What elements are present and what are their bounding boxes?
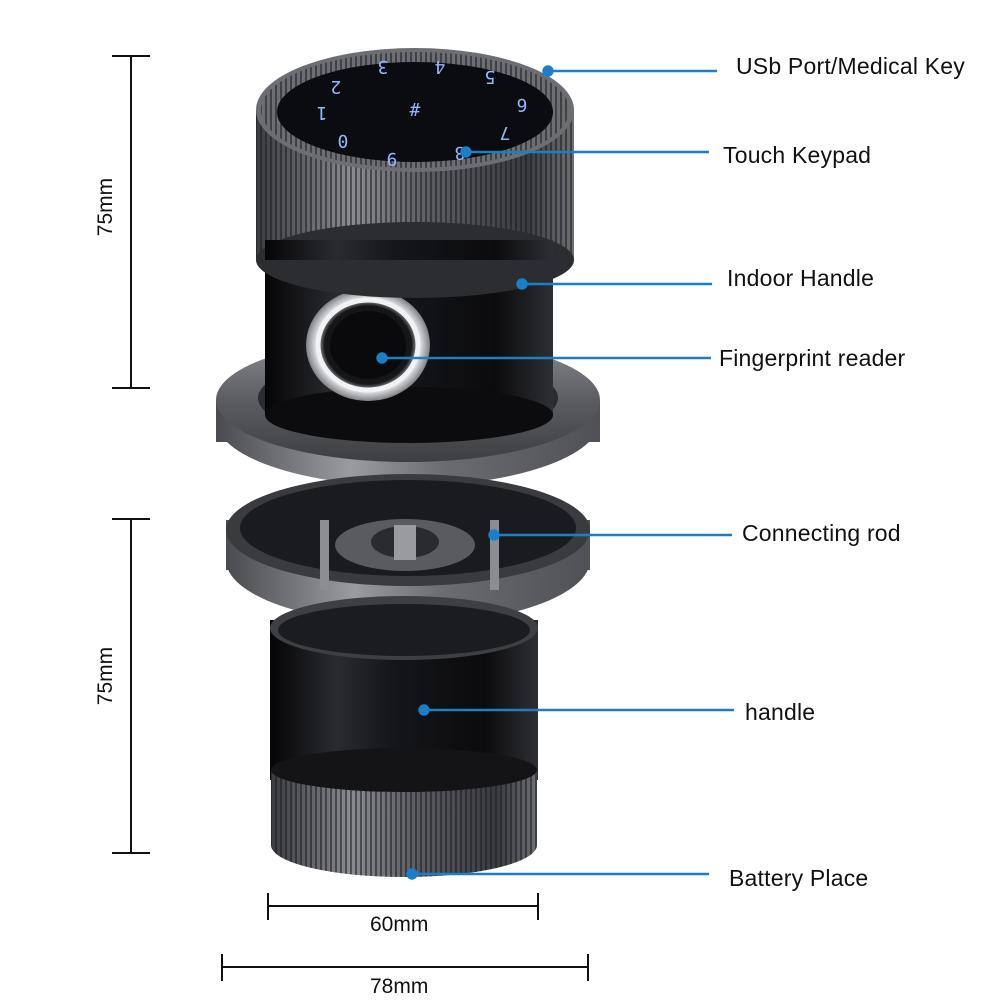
touch-keypad-face: 2 3 4 5 1 #6 0 9 8 7 bbox=[256, 48, 574, 172]
keypad-key: # bbox=[409, 98, 420, 119]
battery-knurled-cap bbox=[271, 748, 537, 877]
keypad-key: 3 bbox=[378, 56, 389, 77]
keypad-key: 4 bbox=[435, 56, 446, 77]
dim-inner-width: 60mm bbox=[370, 913, 429, 936]
dimension-lines bbox=[112, 55, 589, 981]
keypad-key: 6 bbox=[517, 94, 528, 115]
keypad-key: 1 bbox=[317, 102, 328, 123]
leader-usb-port-dot bbox=[542, 65, 554, 77]
keypad-key: 2 bbox=[331, 76, 342, 97]
label-fingerprint-reader: Fingerprint reader bbox=[719, 345, 906, 371]
outdoor-handle-body bbox=[270, 596, 538, 780]
dim-outer-width: 78mm bbox=[370, 975, 429, 998]
leader-lines bbox=[376, 65, 734, 880]
label-usb-port: USb Port/Medical Key bbox=[736, 53, 965, 79]
leader-indoor-handle-dot bbox=[516, 278, 528, 290]
label-battery-place: Battery Place bbox=[729, 865, 869, 891]
leader-connecting-rod-dot bbox=[488, 529, 500, 541]
keypad-key: 0 bbox=[338, 130, 349, 151]
label-indoor-handle: Indoor Handle bbox=[727, 265, 875, 291]
dim-lower-height: 75mm bbox=[94, 646, 117, 706]
leader-battery-place-dot bbox=[406, 868, 418, 880]
keypad-key: 9 bbox=[387, 148, 398, 169]
label-touch-keypad: Touch Keypad bbox=[723, 142, 872, 168]
keypad-keys: 2 3 4 5 1 #6 0 9 8 7 bbox=[317, 56, 528, 169]
label-handle: handle bbox=[745, 699, 816, 725]
keypad-key: 5 bbox=[485, 66, 496, 87]
leader-touch-keypad-dot bbox=[460, 146, 472, 158]
keypad-key: 7 bbox=[500, 122, 511, 143]
keypad-key: 8 bbox=[455, 142, 466, 163]
connecting-rod-assembly bbox=[226, 474, 590, 624]
label-connecting-rod: Connecting rod bbox=[742, 520, 901, 546]
leader-handle-dot bbox=[418, 704, 430, 716]
leader-fingerprint-dot bbox=[376, 352, 388, 364]
dim-upper-height: 75mm bbox=[94, 177, 117, 237]
fingerprint-sensor bbox=[306, 289, 430, 401]
